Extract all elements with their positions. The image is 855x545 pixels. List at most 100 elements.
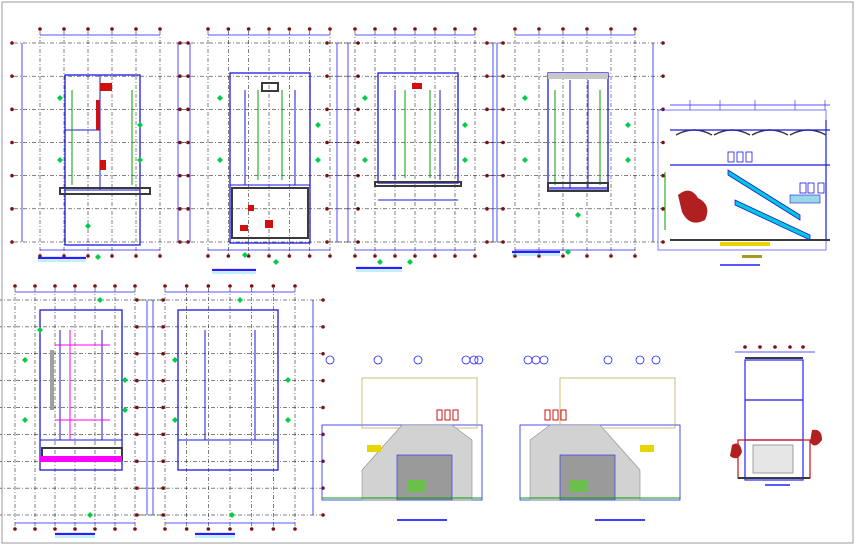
column-marker: [273, 259, 279, 265]
axis-bubble: [585, 27, 589, 31]
fill-block: [248, 205, 254, 211]
axis-bubble: [661, 107, 665, 112]
axis-bubble: [135, 513, 139, 517]
axis-bubble: [249, 527, 254, 531]
axis-bubble: [10, 74, 14, 78]
axis-bubble: [325, 41, 329, 45]
fill-block: [100, 160, 106, 170]
column-marker: [217, 95, 223, 101]
axis-bubble: [609, 27, 613, 31]
column-marker: [87, 512, 93, 518]
column-marker: [57, 95, 63, 101]
axis-bubble: [501, 240, 505, 244]
axis-bubble: [307, 254, 312, 258]
green-block: [570, 480, 588, 492]
floor-plan-5: [0, 284, 165, 538]
axis-bubble: [453, 27, 457, 31]
window-pane: [807, 182, 815, 194]
axis-bubble: [413, 27, 417, 31]
column-marker: [462, 157, 468, 163]
dark-panel: [396, 454, 453, 501]
wall-block: [374, 181, 462, 187]
building-outline: [39, 309, 123, 471]
axis-bubble: [485, 173, 489, 178]
axis-bubble: [373, 254, 377, 258]
axis-bubble: [531, 355, 541, 365]
axis-bubble: [661, 41, 665, 45]
axis-bubble: [110, 254, 114, 258]
axis-bubble: [635, 355, 645, 365]
column-marker: [172, 357, 178, 363]
axis-bubble: [758, 345, 762, 349]
column-marker: [625, 122, 631, 128]
axis-bubble: [62, 27, 66, 31]
axis-bubble: [485, 240, 489, 244]
floor-plan-2: [178, 27, 360, 274]
fill-block: [40, 456, 122, 462]
floor-plan-4: [485, 27, 665, 258]
axis-bubble: [206, 27, 210, 31]
roof-arch: [713, 129, 751, 136]
column-marker: [462, 122, 468, 128]
axis-bubble: [485, 41, 489, 45]
roof-outline: [361, 377, 478, 429]
axis-bubble: [485, 107, 489, 112]
axis-bubble: [206, 284, 211, 288]
axis-bubble: [485, 207, 489, 211]
axis-bubble: [178, 240, 182, 244]
axis-bubble: [184, 284, 189, 288]
window-red: [452, 409, 459, 421]
axis-bubble: [73, 527, 77, 531]
wall-block: [59, 187, 151, 195]
tower-section: [730, 345, 822, 486]
yellow-block: [367, 445, 381, 452]
axis-bubble: [501, 107, 505, 112]
axis-bubble: [561, 254, 565, 258]
building-outline: [377, 72, 459, 184]
axis-bubble: [325, 74, 329, 78]
axis-bubble: [135, 459, 139, 464]
red-mass: [730, 443, 742, 459]
axis-bubble: [325, 355, 335, 365]
column-marker: [22, 357, 28, 363]
axis-bubble: [321, 351, 325, 356]
wall-block: [547, 182, 609, 192]
floor-plan-1: [10, 27, 190, 262]
axis-bubble: [249, 284, 254, 288]
axis-bubble: [537, 27, 541, 31]
roof-arch: [751, 129, 789, 136]
axis-bubble: [293, 527, 297, 531]
axis-bubble: [585, 254, 589, 258]
axis-bubble: [178, 173, 182, 178]
roof-outline: [559, 377, 676, 429]
axis-bubble: [325, 107, 329, 112]
stair-core: [752, 444, 794, 474]
column-marker: [315, 122, 321, 128]
axis-bubble: [93, 284, 97, 288]
axis-bubble: [321, 405, 325, 410]
column-marker: [22, 417, 28, 423]
lower-flight: [734, 199, 811, 241]
axis-bubble: [53, 527, 57, 531]
axis-bubble: [801, 345, 805, 349]
axis-bubble: [501, 207, 505, 211]
axis-bubble: [93, 527, 97, 531]
axis-bubble: [609, 254, 613, 258]
axis-bubble: [206, 527, 211, 531]
axis-bubble: [113, 284, 117, 288]
column-marker: [242, 252, 248, 258]
axis-bubble: [473, 27, 477, 31]
axis-bubble: [321, 513, 325, 517]
axis-bubble: [33, 284, 37, 288]
axis-bubble: [246, 27, 251, 31]
axis-bubble: [293, 284, 297, 288]
axis-bubble: [184, 527, 189, 531]
axis-bubble: [473, 254, 477, 258]
axis-bubble: [433, 254, 437, 258]
axis-bubble: [328, 254, 332, 258]
axis-bubble: [393, 27, 397, 31]
yellow-band: [720, 242, 770, 246]
axis-bubble: [73, 284, 77, 288]
dark-panel: [559, 454, 616, 501]
